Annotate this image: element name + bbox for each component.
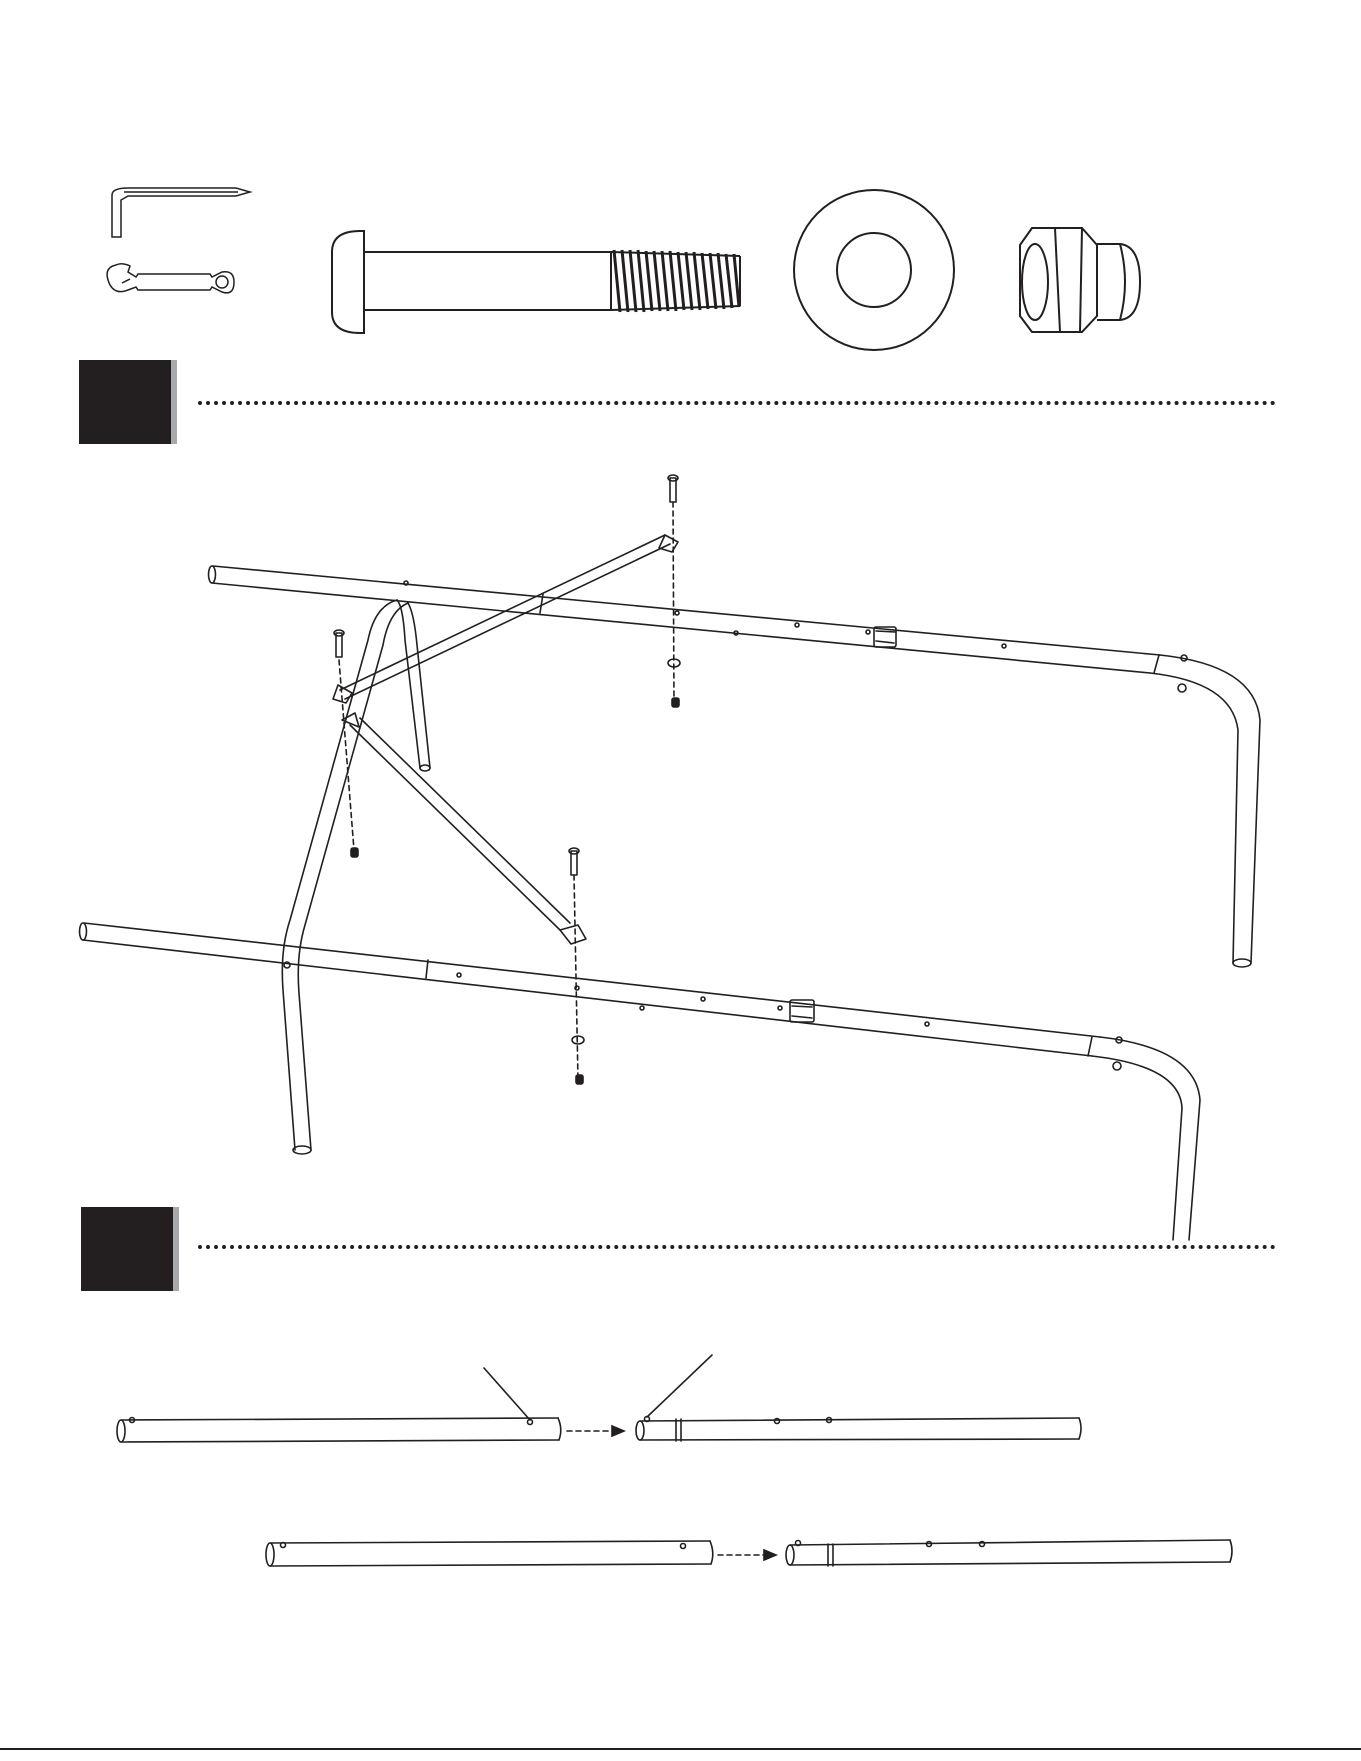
insert-arrows bbox=[567, 1426, 776, 1560]
tube-b bbox=[636, 1355, 1081, 1441]
tube-a bbox=[117, 1368, 561, 1442]
tube-d bbox=[786, 1540, 1232, 1566]
page-footer-rule bbox=[0, 1748, 1361, 1750]
tube-c bbox=[266, 1541, 713, 1566]
